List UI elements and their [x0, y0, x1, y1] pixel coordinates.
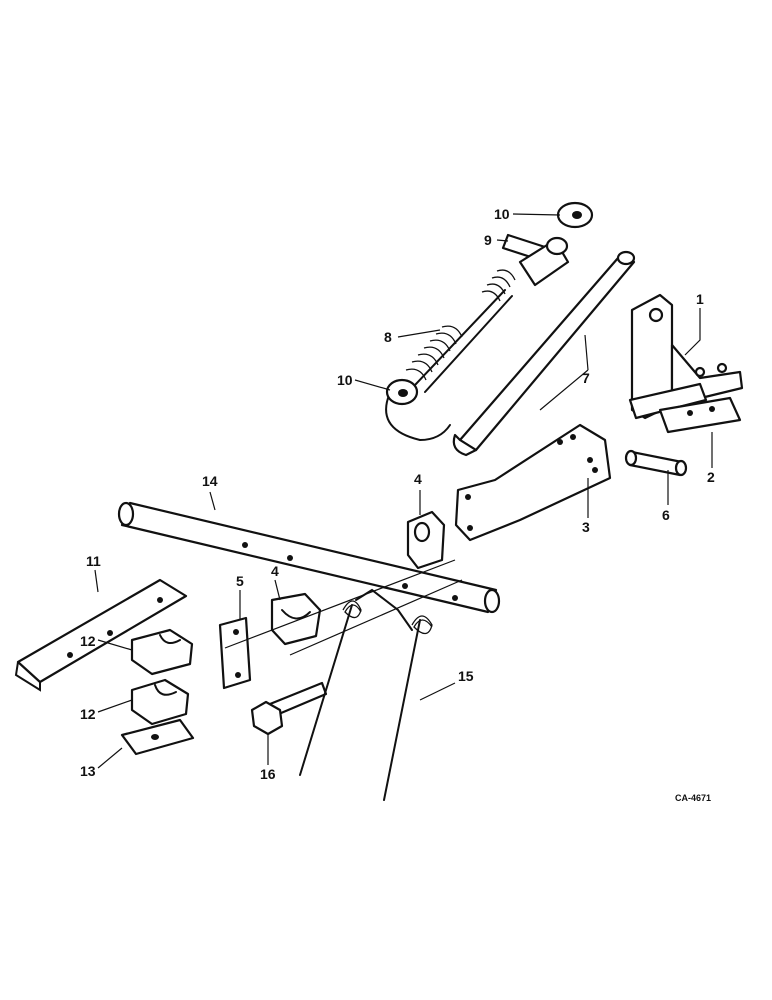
callout-6: 6	[662, 507, 670, 523]
part-4-clamp-lower	[270, 592, 322, 646]
part-1-bracket	[628, 293, 744, 420]
part-10-collar-top	[556, 201, 594, 229]
callout-12-lower: 12	[80, 706, 96, 722]
drawing-code: CA-4671	[675, 793, 711, 803]
part-3-arm	[454, 423, 612, 542]
part-10-collar-lower	[385, 378, 419, 406]
part-7-rod	[452, 250, 636, 457]
part-14-tube	[117, 501, 501, 614]
part-11-angle-bracket	[14, 578, 188, 692]
leader-lines	[94, 213, 713, 769]
part-13-plate	[120, 718, 195, 756]
part-8-spring-rod	[405, 269, 516, 393]
callout-2: 2	[707, 469, 715, 485]
callout-4-lower: 4	[271, 563, 279, 579]
part-12-clamp-upper	[130, 628, 194, 676]
callout-10-lower: 10	[337, 372, 353, 388]
spring-guide-curve	[385, 397, 451, 442]
callout-15: 15	[458, 668, 474, 684]
callout-4-upper: 4	[414, 471, 422, 487]
callout-8: 8	[384, 329, 392, 345]
callout-11: 11	[86, 553, 101, 569]
callout-1: 1	[696, 291, 704, 307]
callout-16: 16	[260, 766, 276, 782]
part-4-clamp-upper	[406, 510, 446, 570]
callout-7: 7	[582, 370, 590, 386]
part-12-clamp-lower	[130, 678, 190, 726]
callout-3: 3	[582, 519, 590, 535]
callout-5: 5	[236, 573, 244, 589]
callout-9: 9	[484, 232, 492, 248]
part-16-bolt	[250, 681, 328, 736]
part-6-pin	[624, 449, 688, 477]
part-5-plate	[218, 616, 252, 690]
part-9-pin-sleeve	[501, 233, 570, 287]
callout-13: 13	[80, 763, 96, 779]
part-2-plate	[658, 396, 742, 434]
callout-12-upper: 12	[80, 633, 96, 649]
callout-10-top: 10	[494, 206, 510, 222]
callout-14: 14	[202, 473, 218, 489]
